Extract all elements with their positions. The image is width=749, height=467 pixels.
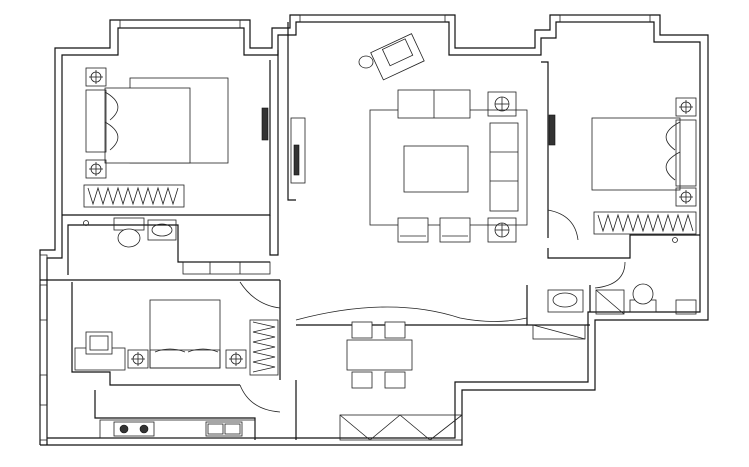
- toilet: [117, 228, 141, 248]
- dining-partition-curve: [295, 306, 528, 322]
- shower-tray: [595, 289, 625, 315]
- side-table-lamp-icon: [487, 217, 517, 243]
- washbasin: [547, 289, 584, 313]
- wall-tv: [548, 114, 556, 146]
- nightstand-lamp-icon: [127, 349, 149, 369]
- floor-drain-icon: [83, 220, 89, 226]
- counter: [99, 419, 256, 439]
- second-bedroom: [74, 299, 279, 376]
- window-top-left: [119, 19, 241, 29]
- washbasin-counter: [147, 219, 177, 241]
- armchair: [397, 217, 429, 243]
- window-top-right: [559, 14, 651, 23]
- bathroom-right: [547, 237, 697, 315]
- master-bedroom-left: [83, 67, 269, 208]
- lounge-chair-rug: [358, 33, 425, 81]
- door-swing-right-bath: [594, 261, 626, 289]
- door-swing-right-bedroom: [547, 209, 579, 241]
- bedroom-right: [548, 97, 697, 235]
- floor-drain-icon: [672, 237, 678, 243]
- coffee-table: [403, 145, 469, 193]
- headboard: [149, 349, 221, 369]
- nightstand-lamp-icon: [85, 159, 107, 179]
- toilet: [629, 283, 657, 313]
- headboard: [675, 119, 697, 187]
- bed-pillows: [104, 91, 119, 151]
- doors: [239, 209, 626, 413]
- wall-tv: [261, 107, 269, 141]
- exterior-walls: [39, 14, 709, 446]
- dining-table: [346, 339, 413, 371]
- three-seat-sofa: [489, 122, 519, 212]
- vanity-counter: [182, 261, 271, 275]
- double-sink: [205, 421, 243, 437]
- door-swing-kitchen: [239, 384, 281, 413]
- entry-cabinet: [532, 324, 586, 340]
- gas-hob: [113, 421, 155, 437]
- double-bed: [149, 299, 221, 369]
- sideboard: [339, 414, 463, 441]
- loveseat: [397, 89, 471, 119]
- wardrobe: [83, 184, 185, 208]
- armchair: [85, 331, 113, 355]
- bathroom-left: [83, 217, 271, 275]
- wardrobe: [249, 319, 279, 376]
- dining-chair: [351, 371, 373, 389]
- window-left-1: [39, 254, 48, 286]
- toilet-tank: [113, 217, 145, 231]
- kitchen: [99, 419, 256, 439]
- dining-chair: [351, 321, 373, 339]
- nightstand-lamp-icon: [85, 67, 107, 87]
- tv-unit: [290, 117, 306, 184]
- nightstand-lamp-icon: [225, 349, 247, 369]
- window-left-2: [39, 319, 48, 376]
- cabinet: [675, 299, 697, 315]
- window-top-center: [299, 14, 446, 23]
- living-room: [290, 33, 528, 243]
- window-left-3: [39, 404, 48, 441]
- door-swing-second-bedroom: [239, 281, 281, 309]
- side-table-lamp-icon: [487, 91, 517, 117]
- nightstand-lamp-icon: [675, 97, 697, 117]
- dining-area: [339, 321, 586, 441]
- headboard: [85, 89, 107, 153]
- double-bed: [104, 87, 191, 164]
- washbasin: [151, 223, 173, 237]
- nightstand-lamp-icon: [675, 187, 697, 207]
- double-bed: [591, 117, 681, 191]
- dining-chair: [384, 321, 406, 339]
- wardrobe: [593, 211, 697, 235]
- dining-chair: [384, 371, 406, 389]
- armchair: [439, 217, 471, 243]
